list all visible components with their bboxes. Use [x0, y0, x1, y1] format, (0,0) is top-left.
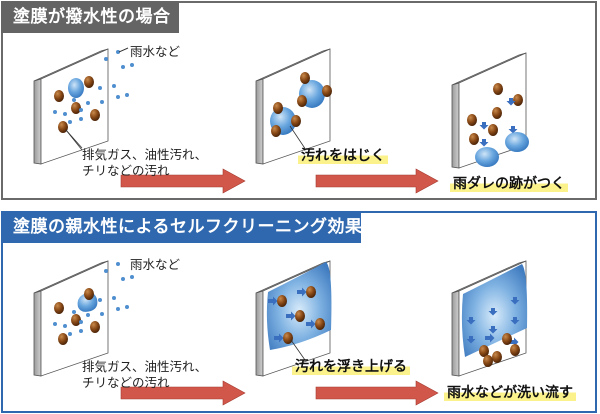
dirt-particle	[90, 109, 100, 121]
dirt-particle	[271, 125, 281, 137]
water-droplet	[68, 78, 84, 98]
rain-drop	[130, 63, 134, 67]
rain-drop	[116, 95, 120, 99]
rain-drop	[104, 269, 108, 273]
process-arrow	[120, 168, 246, 194]
dirt-particle	[54, 90, 64, 102]
rain-streak-droplet	[505, 132, 529, 152]
dirt-particle	[58, 333, 68, 345]
dirt-particle	[71, 102, 81, 114]
rain-drop	[98, 86, 102, 90]
rain-drop	[125, 305, 129, 309]
rain-label-top: 雨水など	[130, 44, 181, 59]
dirt-particle	[295, 310, 305, 322]
rain-drop	[68, 120, 72, 124]
dirt-particle	[71, 314, 81, 326]
dirt-particle	[306, 286, 316, 298]
rain-streak-droplet	[475, 147, 499, 167]
rain-leader-line	[118, 47, 129, 53]
dirt-particle	[510, 344, 520, 356]
water-film	[266, 262, 332, 350]
rain-drop	[79, 329, 83, 333]
caption-leader-line	[290, 339, 306, 361]
self-cleaning-title: 塗膜の親水性によるセルフクリーニング効果	[1, 211, 362, 243]
dirt-particle	[483, 355, 493, 367]
rain-drop	[116, 262, 120, 266]
dirt-leader-line	[65, 129, 83, 149]
rain-drop	[72, 98, 76, 102]
rain-drop	[98, 298, 102, 302]
dirt-label-bottom-line2: チリなどの汚れ	[82, 375, 170, 390]
rain-drop	[79, 320, 83, 324]
dirt-particle	[488, 124, 498, 136]
step3-caption-bottom: 雨水などが洗い流す	[444, 384, 576, 401]
dirt-particle	[322, 85, 332, 97]
step2-caption-top: 汚れをはじく	[298, 147, 388, 164]
step3-caption-top: 雨ダレの跡がつく	[450, 175, 568, 192]
dirt-particle	[291, 115, 301, 127]
dirt-particle	[84, 288, 94, 300]
dirt-particle	[492, 107, 502, 119]
rain-drop	[112, 296, 116, 300]
rain-label-bottom: 雨水など	[130, 257, 181, 272]
rain-drop	[100, 312, 104, 316]
rain-drop	[130, 275, 134, 279]
rain-drop	[100, 100, 104, 104]
rain-drop	[121, 277, 125, 281]
dirt-particle	[493, 83, 503, 95]
rain-drop	[86, 101, 90, 105]
dirt-particle	[283, 332, 293, 344]
dirt-particle	[467, 114, 477, 126]
dirt-label-top-line2: チリなどの汚れ	[82, 163, 170, 178]
dirt-particle	[300, 72, 310, 84]
process-arrow	[120, 380, 246, 406]
rain-drop	[116, 307, 120, 311]
dirt-particle	[277, 295, 287, 307]
water-repellent-title: 塗膜が撥水性の場合	[1, 1, 179, 33]
rain-drop	[72, 310, 76, 314]
dirt-particle	[297, 95, 307, 107]
dirt-particle	[84, 76, 94, 88]
dirt-particle	[502, 333, 512, 345]
step2-caption-bottom: 汚れを浮き上げる	[292, 358, 410, 375]
rain-drop	[112, 84, 116, 88]
dirt-particle	[90, 321, 100, 333]
rain-drop	[86, 313, 90, 317]
rain-drop	[53, 322, 57, 326]
dirt-particle	[315, 318, 325, 330]
rain-drop	[53, 110, 57, 114]
dirt-particle	[54, 302, 64, 314]
dirt-label-bottom-line1: 排気ガス、油性汚れ、	[82, 359, 208, 374]
process-arrow	[315, 380, 439, 406]
dirt-particle	[273, 102, 283, 114]
rain-drop	[63, 324, 67, 328]
rain-drop	[79, 117, 83, 121]
rain-drop	[125, 93, 129, 97]
dirt-particle	[492, 351, 502, 363]
caption-leader-line	[289, 125, 307, 151]
rain-drop	[68, 332, 72, 336]
dirt-particle	[513, 94, 523, 106]
process-arrow	[315, 168, 439, 194]
rain-drop	[79, 108, 83, 112]
dirt-label-top-line1: 排気ガス、油性汚れ、	[82, 147, 208, 162]
dirt-particle	[469, 133, 479, 145]
rain-drop	[121, 65, 125, 69]
rain-drop	[63, 112, 67, 116]
rain-drop	[104, 57, 108, 61]
